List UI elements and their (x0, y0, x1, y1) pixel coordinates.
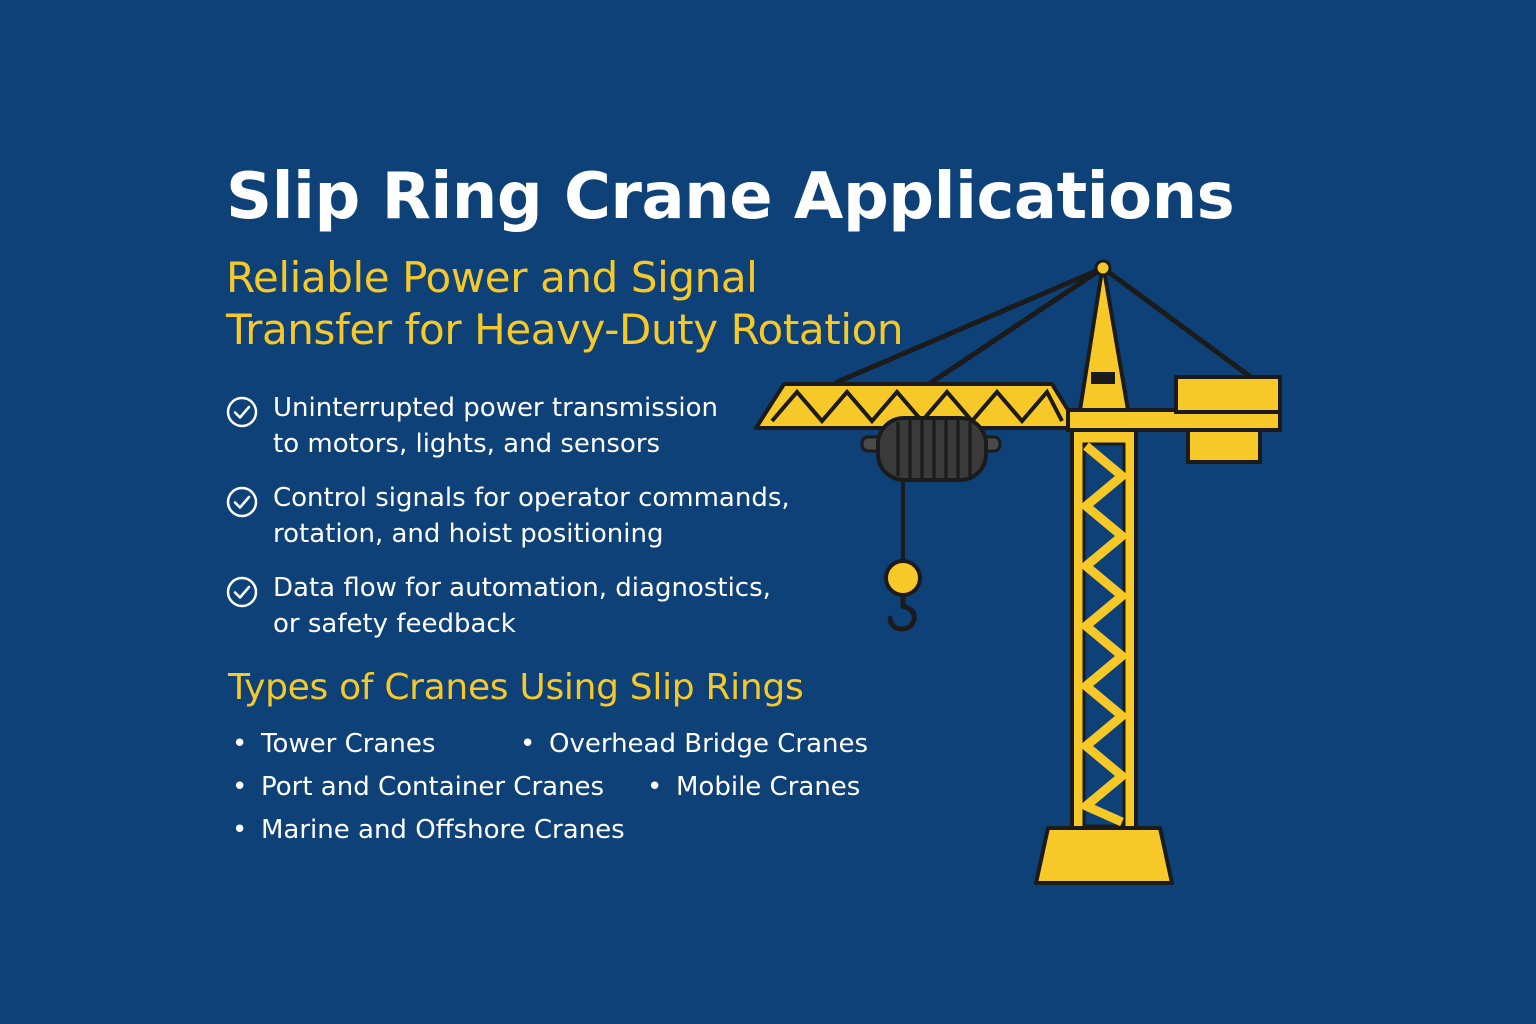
feature-line-1: Control signals for operator commands, (273, 483, 790, 513)
feature-line-1: Uninterrupted power transmission (273, 393, 718, 423)
subtitle-line-1: Reliable Power and Signal (226, 253, 758, 302)
crane-type-label: Port and Container Cranes (261, 772, 605, 802)
page-title: Slip Ring Crane Applications (226, 160, 1235, 234)
check-circle-icon (226, 486, 258, 518)
crane-type-label: Overhead Bridge Cranes (549, 729, 869, 759)
feature-line-2: or safety feedback (273, 609, 516, 639)
tower-crane-icon (754, 259, 1282, 885)
crane-type-label: Mobile Cranes (676, 772, 861, 802)
check-circle-icon (226, 576, 258, 608)
feature-text: Uninterrupted power transmission to moto… (273, 390, 718, 462)
bullet-icon: • (232, 729, 248, 759)
crane-type-label: Tower Cranes (261, 729, 436, 759)
feature-line-1: Data flow for automation, diagnostics, (273, 573, 771, 603)
bullet-icon: • (647, 772, 663, 802)
feature-line-2: rotation, and hoist positioning (273, 519, 664, 549)
feature-text: Control signals for operator commands, r… (273, 480, 790, 552)
crane-type-label: Marine and Offshore Cranes (261, 815, 625, 845)
subtitle: Reliable Power and Signal Transfer for H… (226, 252, 904, 356)
bullet-icon: • (232, 772, 248, 802)
subtitle-line-2: Transfer for Heavy-Duty Rotation (226, 305, 904, 354)
bullet-icon: • (232, 815, 248, 845)
feature-text: Data flow for automation, diagnostics, o… (273, 570, 771, 642)
bullet-icon: • (520, 729, 536, 759)
types-heading: Types of Cranes Using Slip Rings (228, 667, 804, 708)
feature-line-2: to motors, lights, and sensors (273, 429, 661, 459)
check-circle-icon (226, 396, 258, 428)
